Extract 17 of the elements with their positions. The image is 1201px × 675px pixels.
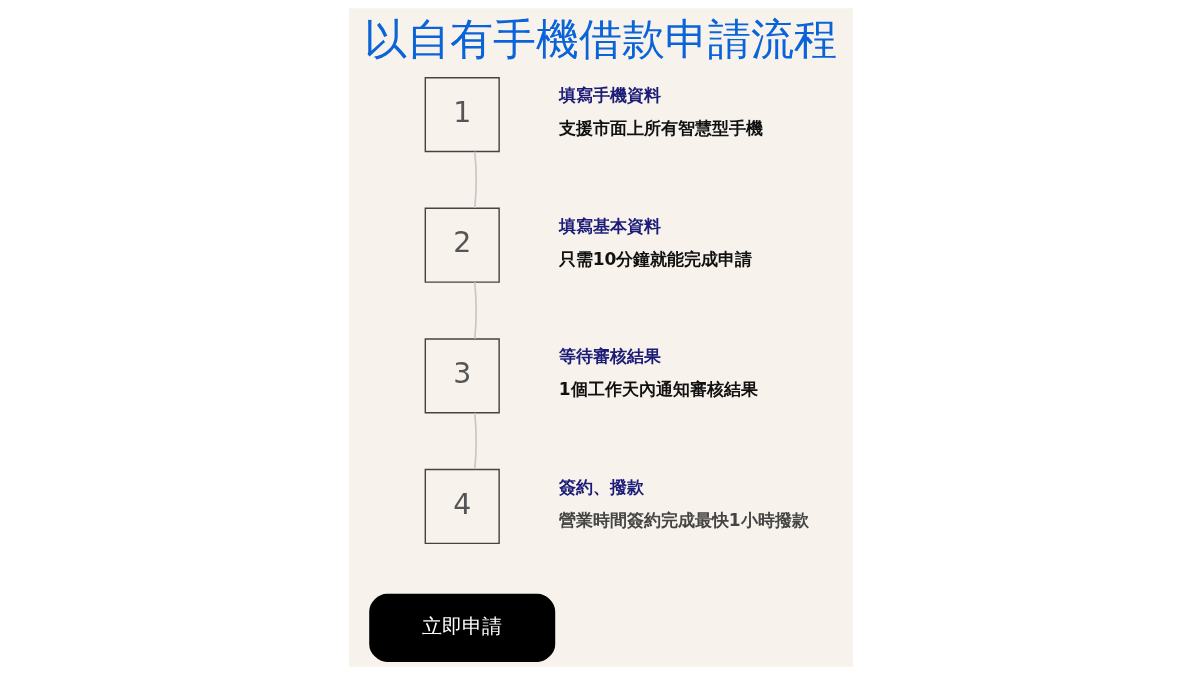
node-label: 等待審核結果 [558, 346, 661, 367]
node-label: 簽約、撥款 [558, 477, 644, 498]
node-box: 3 [424, 338, 500, 414]
node-box: 立即申請 [368, 593, 555, 662]
node-label: 填寫基本資料 [558, 215, 661, 236]
node-label: 只需10分鐘就能完成申請 [558, 248, 752, 269]
connector [473, 412, 477, 471]
node-label: 填寫手機資料 [558, 85, 661, 106]
node-box: 1 [424, 77, 500, 153]
node-label: 支援市面上所有智慧型手機 [558, 117, 763, 138]
node-label: 營業時間簽約完成最快1小時撥款 [558, 509, 809, 530]
node-box: 4 [424, 468, 500, 545]
connector [473, 281, 477, 340]
diagram-title: 以自有手機借款申請流程 [364, 13, 837, 64]
node-box: 2 [424, 207, 500, 283]
connector [473, 150, 477, 209]
node-label: 1個工作天內通知審核結果 [558, 379, 758, 400]
